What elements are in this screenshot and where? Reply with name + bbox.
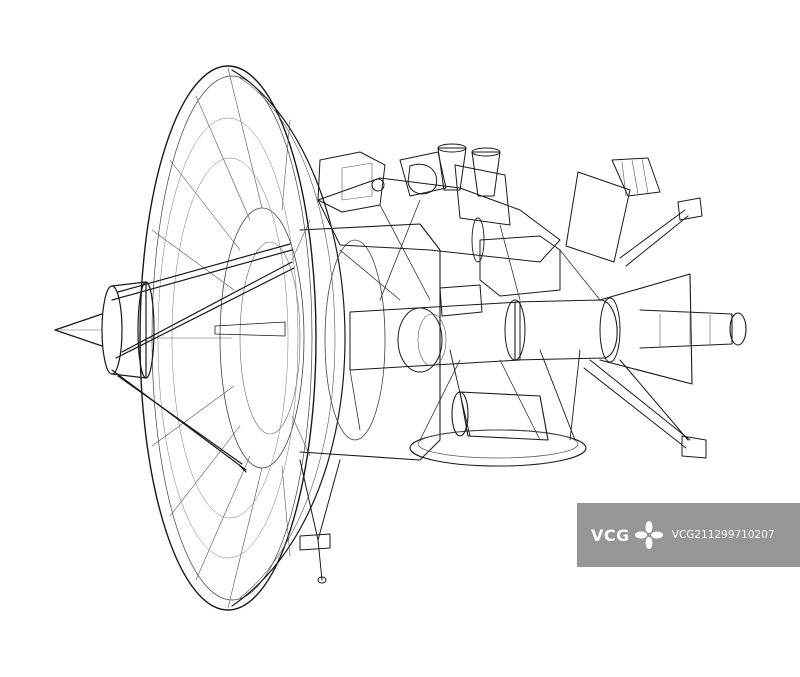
watermark-brand: VCG [591,525,630,545]
top-instruments [371,143,501,263]
probe-base [409,349,587,467]
spacecraft-bus [299,151,618,461]
dish-antenna [139,65,346,611]
truss-frame [339,199,601,441]
lower-struts [299,459,341,584]
watermark-logo: VCG [591,520,664,550]
watermark: VCG VCG211299710207 [577,503,800,567]
feed-horn [54,281,286,379]
flower-logo-icon [634,521,663,549]
watermark-id: VCG211299710207 [671,529,775,541]
lower-boom [583,359,707,459]
main-engine [599,273,747,385]
instrument-panel [565,157,703,267]
